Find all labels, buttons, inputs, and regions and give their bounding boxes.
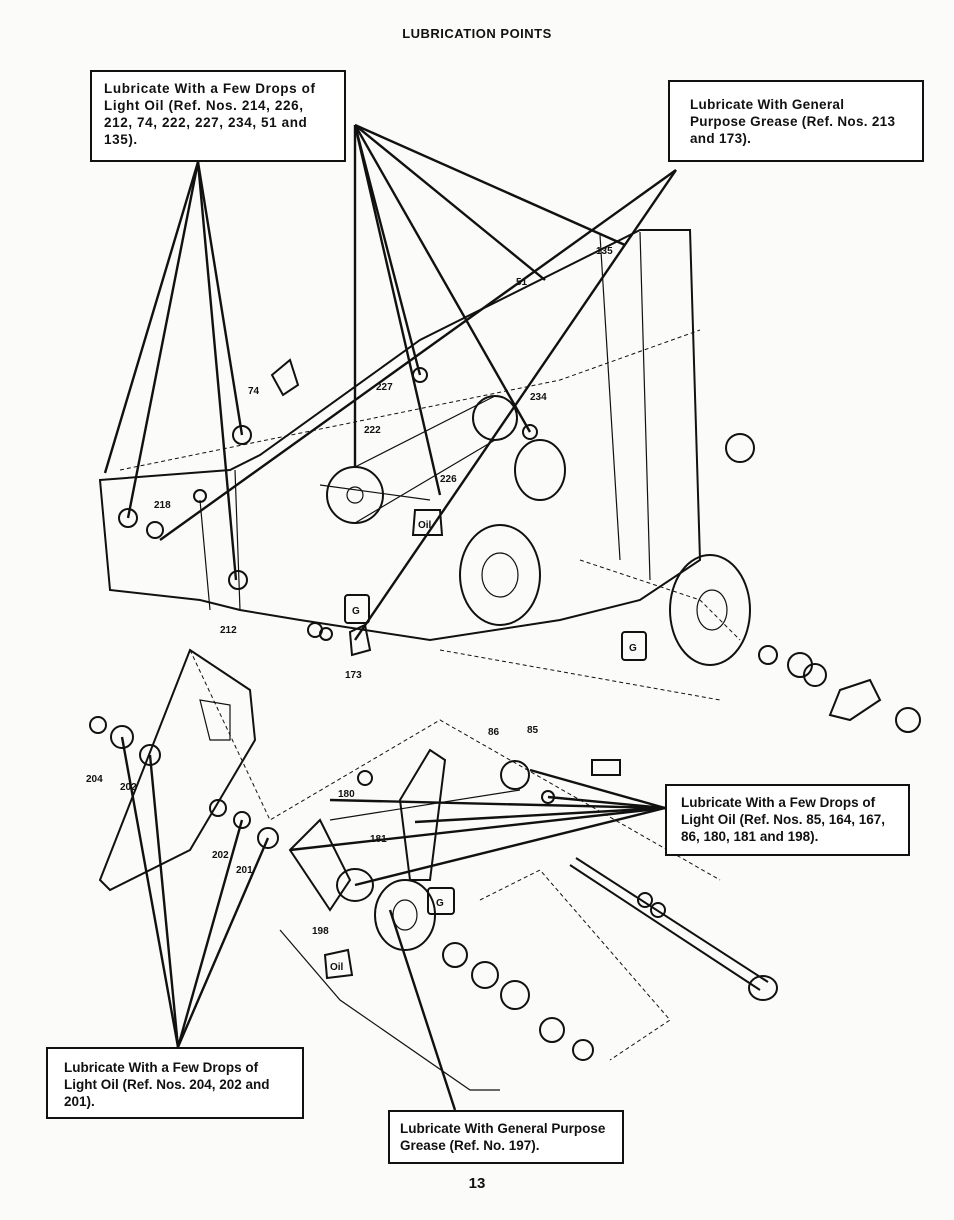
oil-can-icon xyxy=(411,509,444,536)
callout-text: Lubricate With a Few Drops of Light Oil … xyxy=(64,1060,270,1109)
hardware-parts xyxy=(89,367,827,1061)
ref-180: 180 xyxy=(338,789,355,800)
ref-202: 202 xyxy=(212,850,229,861)
ref-173: 173 xyxy=(345,670,362,681)
reference-numbers: 135 51 227 234 74 222 226 218 212 173 86… xyxy=(86,246,613,937)
ref-202: 202 xyxy=(120,782,137,793)
ref-218: 218 xyxy=(154,500,171,511)
ref-74: 74 xyxy=(248,386,260,397)
callout-grease-lower: Lubricate With General Purpose Grease (R… xyxy=(388,1110,624,1164)
grease-cap-label: G xyxy=(352,606,360,617)
ref-212: 212 xyxy=(220,625,237,636)
oil-can-icon xyxy=(270,358,300,397)
grease-cap-icon xyxy=(344,594,370,624)
ref-226: 226 xyxy=(440,474,457,485)
pulleys xyxy=(374,439,751,951)
grease-cap-icon xyxy=(621,631,647,661)
callout-light-oil-upper: Lubricate With a Few Drops of Light Oil … xyxy=(90,70,346,162)
ref-204: 204 xyxy=(86,774,103,785)
upper-frame-assembly xyxy=(98,229,741,701)
oil-can-icon xyxy=(323,948,354,980)
leader-lines xyxy=(103,123,677,1111)
callout-light-oil-lower: Lubricate With a Few Drops of Light Oil … xyxy=(46,1047,304,1119)
page-number: 13 xyxy=(468,1175,486,1192)
grease-fitting-icon xyxy=(348,623,372,657)
grease-cap-icon xyxy=(427,887,455,915)
callout-text: Lubricate With General Purpose Grease (R… xyxy=(400,1121,606,1153)
page-title: LUBRICATION POINTS xyxy=(402,26,552,41)
lubricant-symbols: Oil Oil G G G xyxy=(270,358,647,980)
oil-can-label: Oil xyxy=(418,520,432,531)
ref-227: 227 xyxy=(376,382,393,393)
oil-can-label: Oil xyxy=(330,962,344,973)
chain-drive xyxy=(319,395,518,524)
ref-198: 198 xyxy=(312,926,329,937)
ref-86: 86 xyxy=(488,727,500,738)
ref-222: 222 xyxy=(364,425,381,436)
grease-cap-label: G xyxy=(629,643,637,654)
ref-234: 234 xyxy=(530,392,547,403)
lower-drive-assembly xyxy=(98,648,921,1091)
oil-can-icon xyxy=(591,759,621,776)
ref-135: 135 xyxy=(596,246,613,257)
callout-text: Lubricate With a Few Drops of Light Oil … xyxy=(104,81,316,147)
callout-light-oil-right: Lubricate With a Few Drops of Light Oil … xyxy=(665,784,910,856)
callout-text: Lubricate With General Purpose Grease (R… xyxy=(690,97,896,146)
callout-grease-upper: Lubricate With General Purpose Grease (R… xyxy=(668,80,924,162)
ref-51: 51 xyxy=(516,277,528,288)
ref-201: 201 xyxy=(236,865,253,876)
ref-181: 181 xyxy=(370,834,387,845)
ref-85: 85 xyxy=(527,725,539,736)
callout-text: Lubricate With a Few Drops of Light Oil … xyxy=(681,795,886,844)
grease-cap-label: G xyxy=(436,898,444,909)
